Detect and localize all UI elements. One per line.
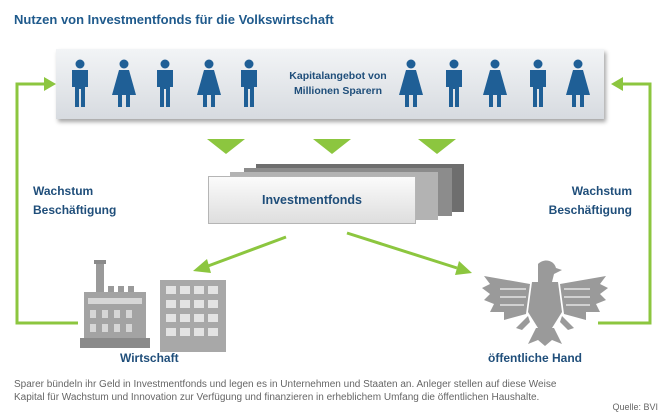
woman-icon <box>112 59 136 107</box>
woman-icon <box>399 59 423 107</box>
office-building-icon <box>160 280 226 352</box>
down-arrow-icon <box>418 139 456 154</box>
page-title: Nutzen von Investmentfonds für die Volks… <box>14 12 334 27</box>
down-arrow-icon <box>313 139 351 154</box>
man-icon <box>530 59 546 107</box>
source-note: Quelle: BVI <box>612 402 658 412</box>
woman-icon <box>566 59 590 107</box>
savers-band: Kapitalangebot von Millionen Sparern <box>56 49 604 119</box>
down-arrow-icon <box>207 139 245 154</box>
fund-card-front: Investmentfonds <box>208 176 416 224</box>
woman-icon <box>197 59 221 107</box>
man-icon <box>446 59 462 107</box>
federal-eagle-icon <box>482 260 608 346</box>
capital-supply-label: Kapitalangebot von Millionen Sparern <box>289 70 387 97</box>
investment-fund-stack: Investmentfonds <box>208 162 468 226</box>
factory-icon <box>80 260 150 348</box>
woman-icon <box>483 59 507 107</box>
man-icon <box>157 59 173 107</box>
man-icon <box>72 59 88 107</box>
economy-label: Wirtschaft <box>120 351 179 365</box>
growth-employment-label-right: Wachstum Beschäftigung <box>548 184 632 217</box>
man-icon <box>241 59 257 107</box>
growth-employment-label-left: Wachstum Beschäftigung <box>33 184 117 217</box>
public-sector-label: öffentliche Hand <box>488 351 583 365</box>
caption: Sparer bündeln ihr Geld in Investmentfon… <box>14 379 557 403</box>
